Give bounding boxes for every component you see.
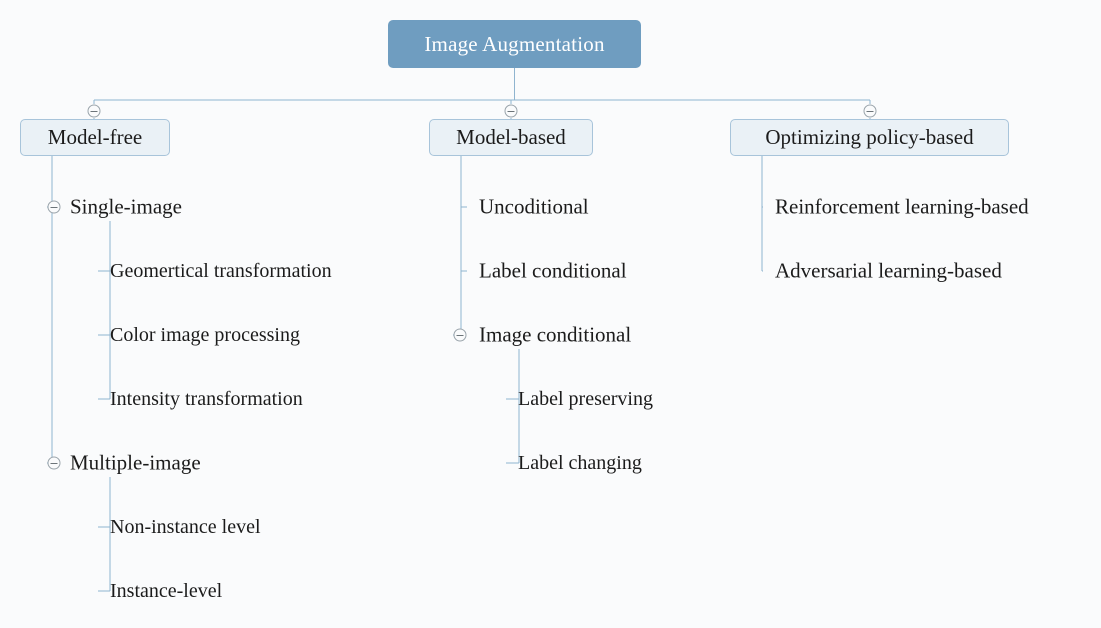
tree-node-adversarial-learning-based[interactable]: Adversarial learning-based [775,258,1002,283]
tree-node-label-preserving[interactable]: Label preserving [518,388,653,410]
collapse-toggle-model-based[interactable] [504,104,518,118]
tree-node-image-conditional[interactable]: Image conditional [479,322,632,347]
collapse-toggle-image-conditional[interactable] [453,328,467,342]
tree-node-intensity-transformation[interactable]: Intensity transformation [110,388,303,410]
collapse-toggle-multiple-image[interactable] [47,456,61,470]
tree-node-non-instance-level[interactable]: Non-instance level [110,516,261,538]
tree-node-color-image-processing[interactable]: Color image processing [110,324,300,346]
branch-node-model-free[interactable]: Model-free [20,119,170,156]
tree-node-label-changing[interactable]: Label changing [518,452,642,474]
root-node-image-augmentation[interactable]: Image Augmentation [388,20,641,68]
branch-node-model-based[interactable]: Model-based [429,119,593,156]
tree-node-multiple-image[interactable]: Multiple-image [70,450,201,475]
collapse-toggle-model-free[interactable] [87,104,101,118]
tree-node-geomertical-transformation[interactable]: Geomertical transformation [110,260,332,282]
tree-node-instance-level[interactable]: Instance-level [110,580,223,602]
tree-node-label-conditional[interactable]: Label conditional [479,258,627,283]
tree-node-single-image[interactable]: Single-image [70,194,182,219]
collapse-toggle-optimizing-policy-based[interactable] [863,104,877,118]
branch-node-optimizing-policy-based[interactable]: Optimizing policy-based [730,119,1009,156]
tree-node-reinforcement-learning-based[interactable]: Reinforcement learning-based [775,194,1029,219]
collapse-toggle-single-image[interactable] [47,200,61,214]
tree-node-uncoditional[interactable]: Uncoditional [479,194,589,219]
